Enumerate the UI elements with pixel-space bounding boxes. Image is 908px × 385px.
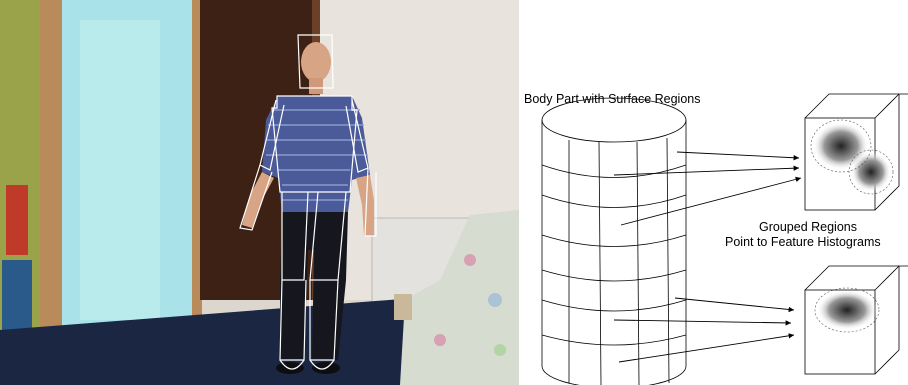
sofa-pattern	[488, 293, 502, 307]
histogram-blob	[851, 152, 891, 192]
sofa-pattern	[464, 254, 476, 266]
shelf-item	[6, 185, 28, 255]
mirror-glare	[80, 20, 160, 320]
arrow	[619, 335, 794, 362]
sofa-pattern	[434, 334, 446, 346]
diagram-title: Body Part with Surface Regions	[524, 92, 700, 107]
histogram-blob	[817, 290, 877, 330]
feature-histograms-label: Point to Feature Histograms	[725, 235, 881, 250]
cylinder-shape	[542, 98, 686, 385]
arrow	[614, 320, 791, 323]
neck	[309, 78, 323, 94]
person-photo	[0, 0, 519, 385]
arrows	[614, 152, 801, 362]
arrow	[677, 152, 799, 158]
sofa-pattern	[494, 344, 506, 356]
arrow	[675, 298, 794, 310]
arrow	[621, 178, 801, 225]
arrow	[614, 168, 799, 175]
grouped-regions-label: Grouped Regions	[759, 220, 857, 235]
mug	[394, 294, 412, 320]
head	[301, 42, 331, 82]
left-shoe	[276, 362, 304, 374]
surface-regions-diagram	[519, 0, 908, 385]
